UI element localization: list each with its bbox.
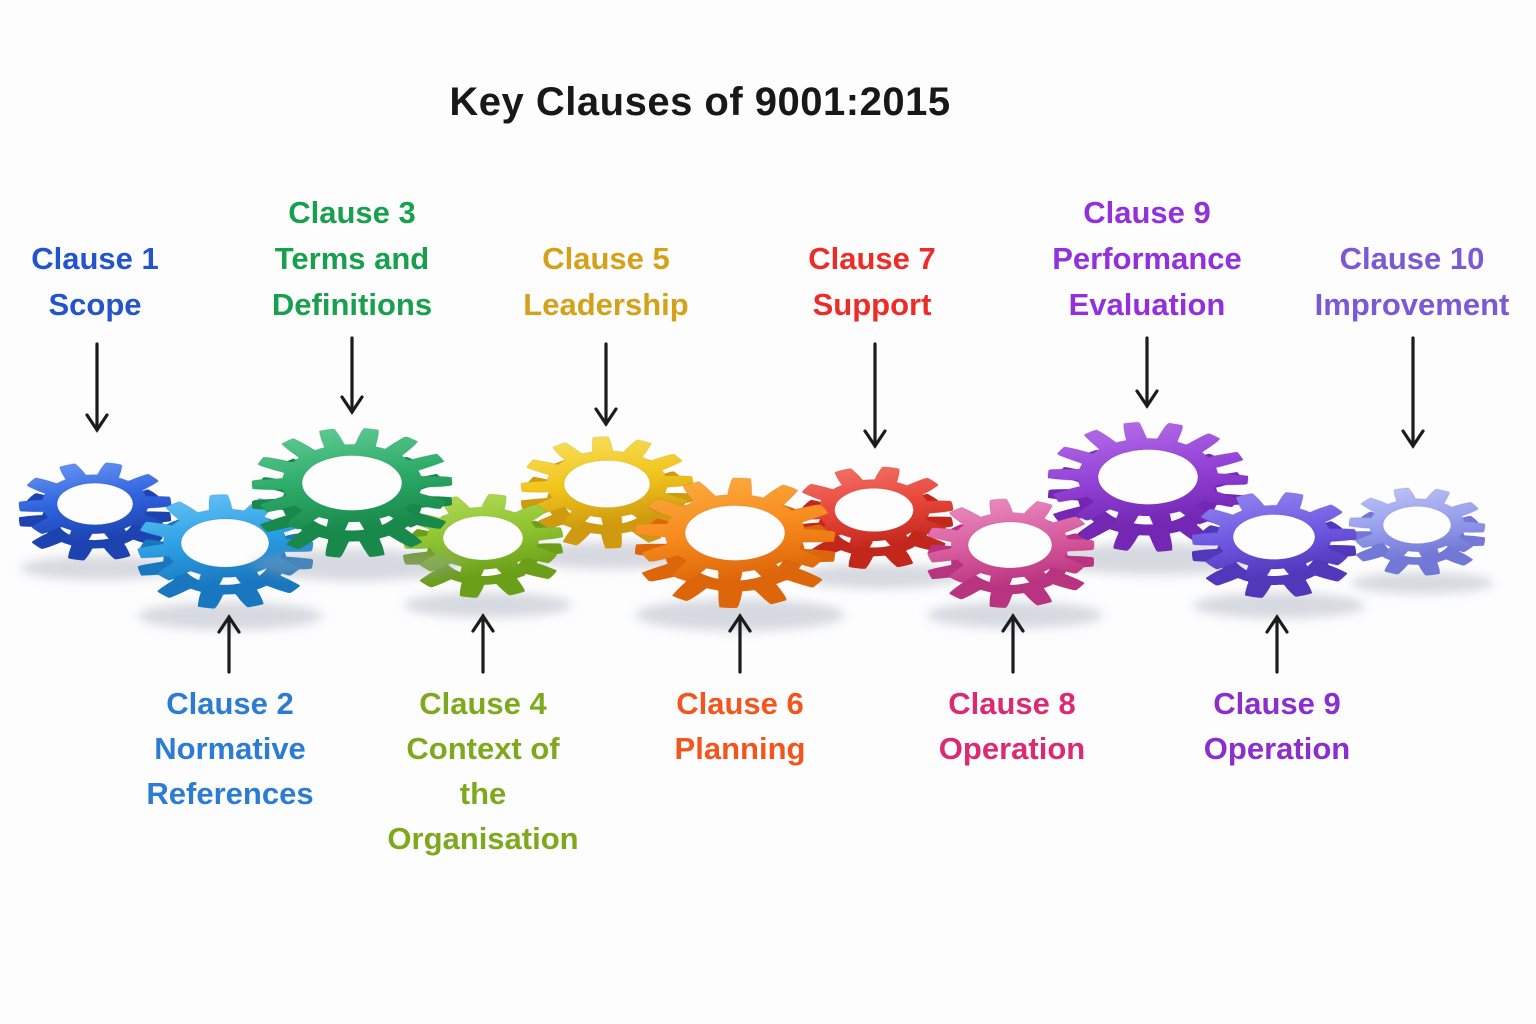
clause-1-label: Clause 1 Scope (31, 236, 159, 328)
clause-8-gear (926, 498, 1104, 629)
clause-1-label-line: Clause 1 (31, 241, 159, 276)
clause-6-label-line: Planning (674, 731, 806, 766)
clause-8-label-line: Clause 8 (948, 686, 1076, 721)
clause-9-operation-label: Clause 9 Operation (1204, 681, 1350, 771)
clause-7-label-line: Clause 7 (808, 241, 936, 276)
clause-3-label-line: Clause 3 (288, 195, 416, 230)
clause-3-arrow (340, 336, 364, 415)
clause-6-label-line: Clause 6 (676, 686, 804, 721)
clause-6-arrow (728, 613, 752, 674)
clause-9-performance-gear (1047, 421, 1258, 575)
clause-7-label: Clause 7 Support (808, 236, 936, 328)
clause-9-performance-label-line: Performance (1052, 241, 1242, 276)
clause-4-label-line: Context of (406, 731, 560, 766)
clause-4-label-line: Organisation (387, 821, 579, 856)
clause-1-label-line: Scope (48, 287, 142, 322)
clause-3-gear (251, 427, 462, 581)
clause-9-performance-label-line: Clause 9 (1083, 195, 1211, 230)
clause-5-label-line: Clause 5 (542, 241, 670, 276)
clause-8-label-line: Operation (938, 731, 1086, 766)
clause-6-label: Clause 6 Planning (675, 681, 806, 771)
clause-10-label-line: Improvement (1314, 287, 1510, 322)
clause-1-arrow (85, 342, 109, 433)
clause-7-arrow (863, 342, 887, 449)
clause-10-arrow (1401, 336, 1425, 449)
clause-3-label-line: Terms and (274, 241, 430, 276)
clause-9-performance-arrow (1135, 336, 1159, 409)
clause-9-operation-label-line: Clause 9 (1213, 686, 1341, 721)
clause-3-label-line: Definitions (271, 287, 433, 322)
clause-10-label: Clause 10 Improvement (1315, 236, 1510, 328)
clause-4-arrow (471, 613, 495, 674)
clause-5-label: Clause 5 Leadership (523, 236, 688, 328)
clause-2-label-line: References (146, 776, 314, 811)
clause-10-gear (1348, 487, 1494, 594)
clause-7-label-line: Support (812, 287, 932, 322)
clause-10-label-line: Clause 10 (1339, 241, 1485, 276)
clause-9-operation-gear (1191, 491, 1366, 619)
clause-9-operation-label-line: Operation (1203, 731, 1351, 766)
clause-9-performance-label-line: Evaluation (1068, 287, 1226, 322)
page-title: Key Clauses of 9001:2015 (449, 80, 951, 124)
clause-5-arrow (594, 342, 618, 427)
clause-8-label: Clause 8 Operation (939, 681, 1085, 771)
clause-5-label-line: Leadership (523, 287, 689, 322)
clause-8-arrow (1001, 613, 1025, 674)
clause-4-label-line: Clause 4 (419, 686, 547, 721)
clause-4-label-line: the (459, 776, 507, 811)
clause-2-label-line: Normative (154, 731, 306, 766)
clause-6-gear (634, 477, 845, 631)
clause-1-gear (18, 462, 180, 581)
clause-2-arrow (217, 614, 241, 674)
clause-2-label-line: Clause 2 (166, 686, 294, 721)
clause-7-gear (794, 466, 962, 589)
clause-9-operation-arrow (1265, 614, 1289, 674)
